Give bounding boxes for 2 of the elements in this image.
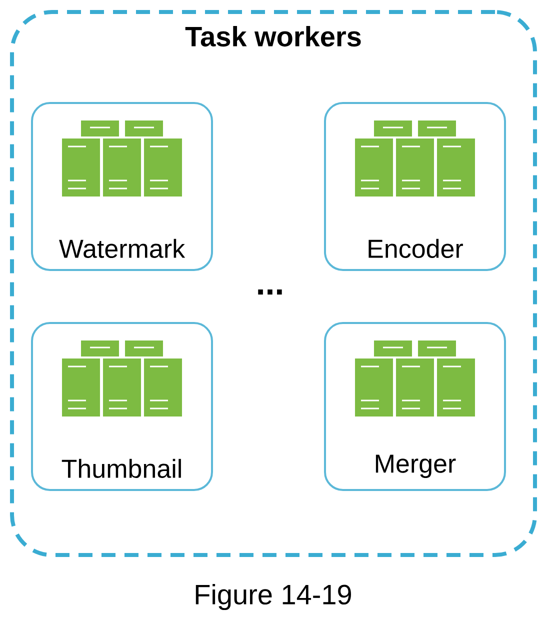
ellipsis: ... (258, 289, 282, 295)
caption: Figure 14-19 (196, 584, 351, 610)
